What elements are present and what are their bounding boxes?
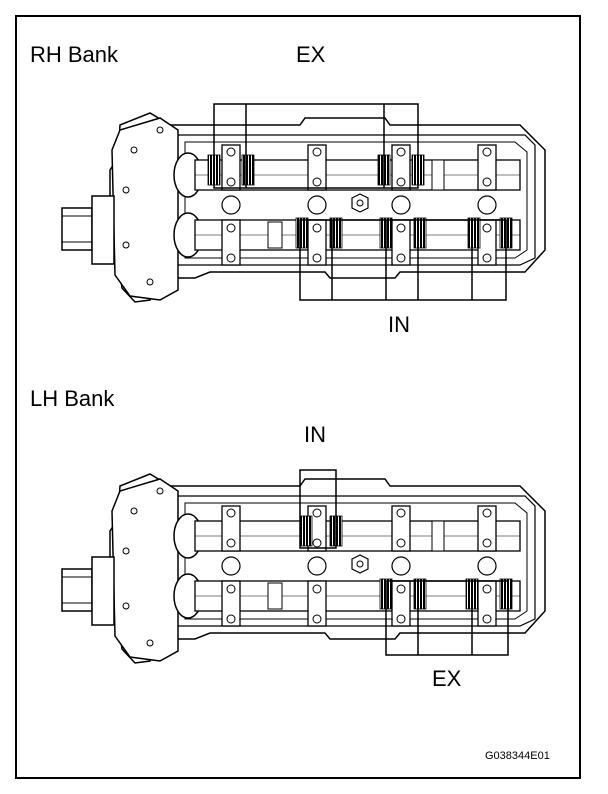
rh-in-label: IN xyxy=(388,312,410,337)
lh-ex-label: EX xyxy=(432,666,462,691)
rh-ex-label: EX xyxy=(296,42,326,67)
lh-bank-engine xyxy=(61,469,546,664)
rh-bank-title: RH Bank xyxy=(30,42,119,67)
figure-frame xyxy=(15,15,581,779)
figure-code: G038344E01 xyxy=(485,750,550,762)
rh-ex-callout xyxy=(213,103,419,189)
lh-bank-title: LH Bank xyxy=(30,386,115,411)
lh-ex-callout xyxy=(385,580,509,656)
lh-in-callout xyxy=(299,469,337,549)
rh-bank-engine xyxy=(61,103,546,303)
rh-in-callout xyxy=(299,219,507,301)
lh-in-label: IN xyxy=(304,422,326,447)
